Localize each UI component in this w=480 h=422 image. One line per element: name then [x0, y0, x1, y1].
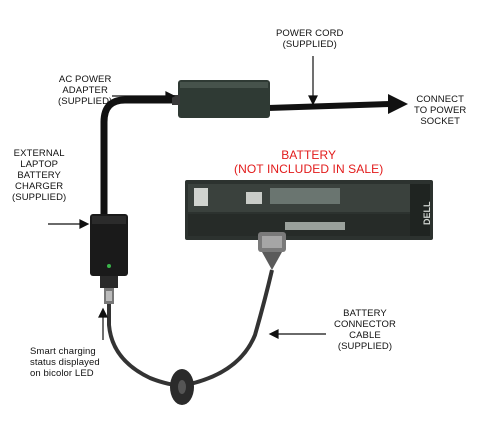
label-line: status displayed [30, 357, 100, 368]
label-connect-socket: CONNECT TO POWER SOCKET [414, 94, 466, 127]
label-line: CONNECTOR [334, 319, 396, 330]
battery-brand: DELL [422, 201, 432, 225]
callout-arrows [48, 56, 326, 340]
label-line: AC POWER [58, 74, 112, 85]
label-line: (SUPPLIED) [337, 341, 393, 352]
adapter-to-charger-cable [100, 96, 180, 215]
label-line: BATTERY [343, 308, 387, 319]
label-line: CABLE [349, 330, 381, 341]
label-line: (SUPPLIED) [282, 39, 337, 50]
label-line: on bicolor LED [30, 368, 94, 379]
label-battery-cable: BATTERY CONNECTOR CABLE (SUPPLIED) [334, 308, 396, 352]
label-line: POWER CORD [276, 28, 344, 39]
label-line: EXTERNAL [13, 148, 65, 159]
label-line: LAPTOP [20, 159, 59, 170]
label-line: BATTERY [17, 170, 61, 181]
label-power-cord: POWER CORD (SUPPLIED) [276, 28, 344, 50]
external-charger [90, 214, 128, 304]
battery-connector-cable [107, 269, 274, 405]
label-external-charger: EXTERNAL LAPTOP BATTERY CHARGER (SUPPLIE… [12, 148, 66, 203]
label-line: TO POWER [414, 105, 467, 116]
label-line: (NOT INCLUDED IN SALE) [234, 162, 384, 176]
label-ac-adapter: AC POWER ADAPTER (SUPPLIED) [58, 74, 112, 107]
label-line: ADAPTER [62, 85, 108, 96]
power-cord [267, 94, 408, 114]
label-line: SOCKET [420, 116, 461, 127]
laptop-battery: DELL [185, 180, 433, 270]
label-battery: BATTERY (NOT INCLUDED IN SALE) [234, 148, 383, 176]
bicolor-led-icon [107, 264, 111, 268]
label-line: (SUPPLIED) [12, 192, 67, 203]
label-line: (SUPPLIED) [58, 96, 113, 107]
label-line: CHARGER [15, 181, 64, 192]
label-line: CONNECT [416, 94, 465, 105]
label-line: BATTERY [281, 148, 337, 162]
label-smart-charging: Smart charging status displayed on bicol… [30, 346, 100, 379]
ac-power-adapter [172, 80, 270, 118]
label-line: Smart charging [30, 346, 96, 357]
